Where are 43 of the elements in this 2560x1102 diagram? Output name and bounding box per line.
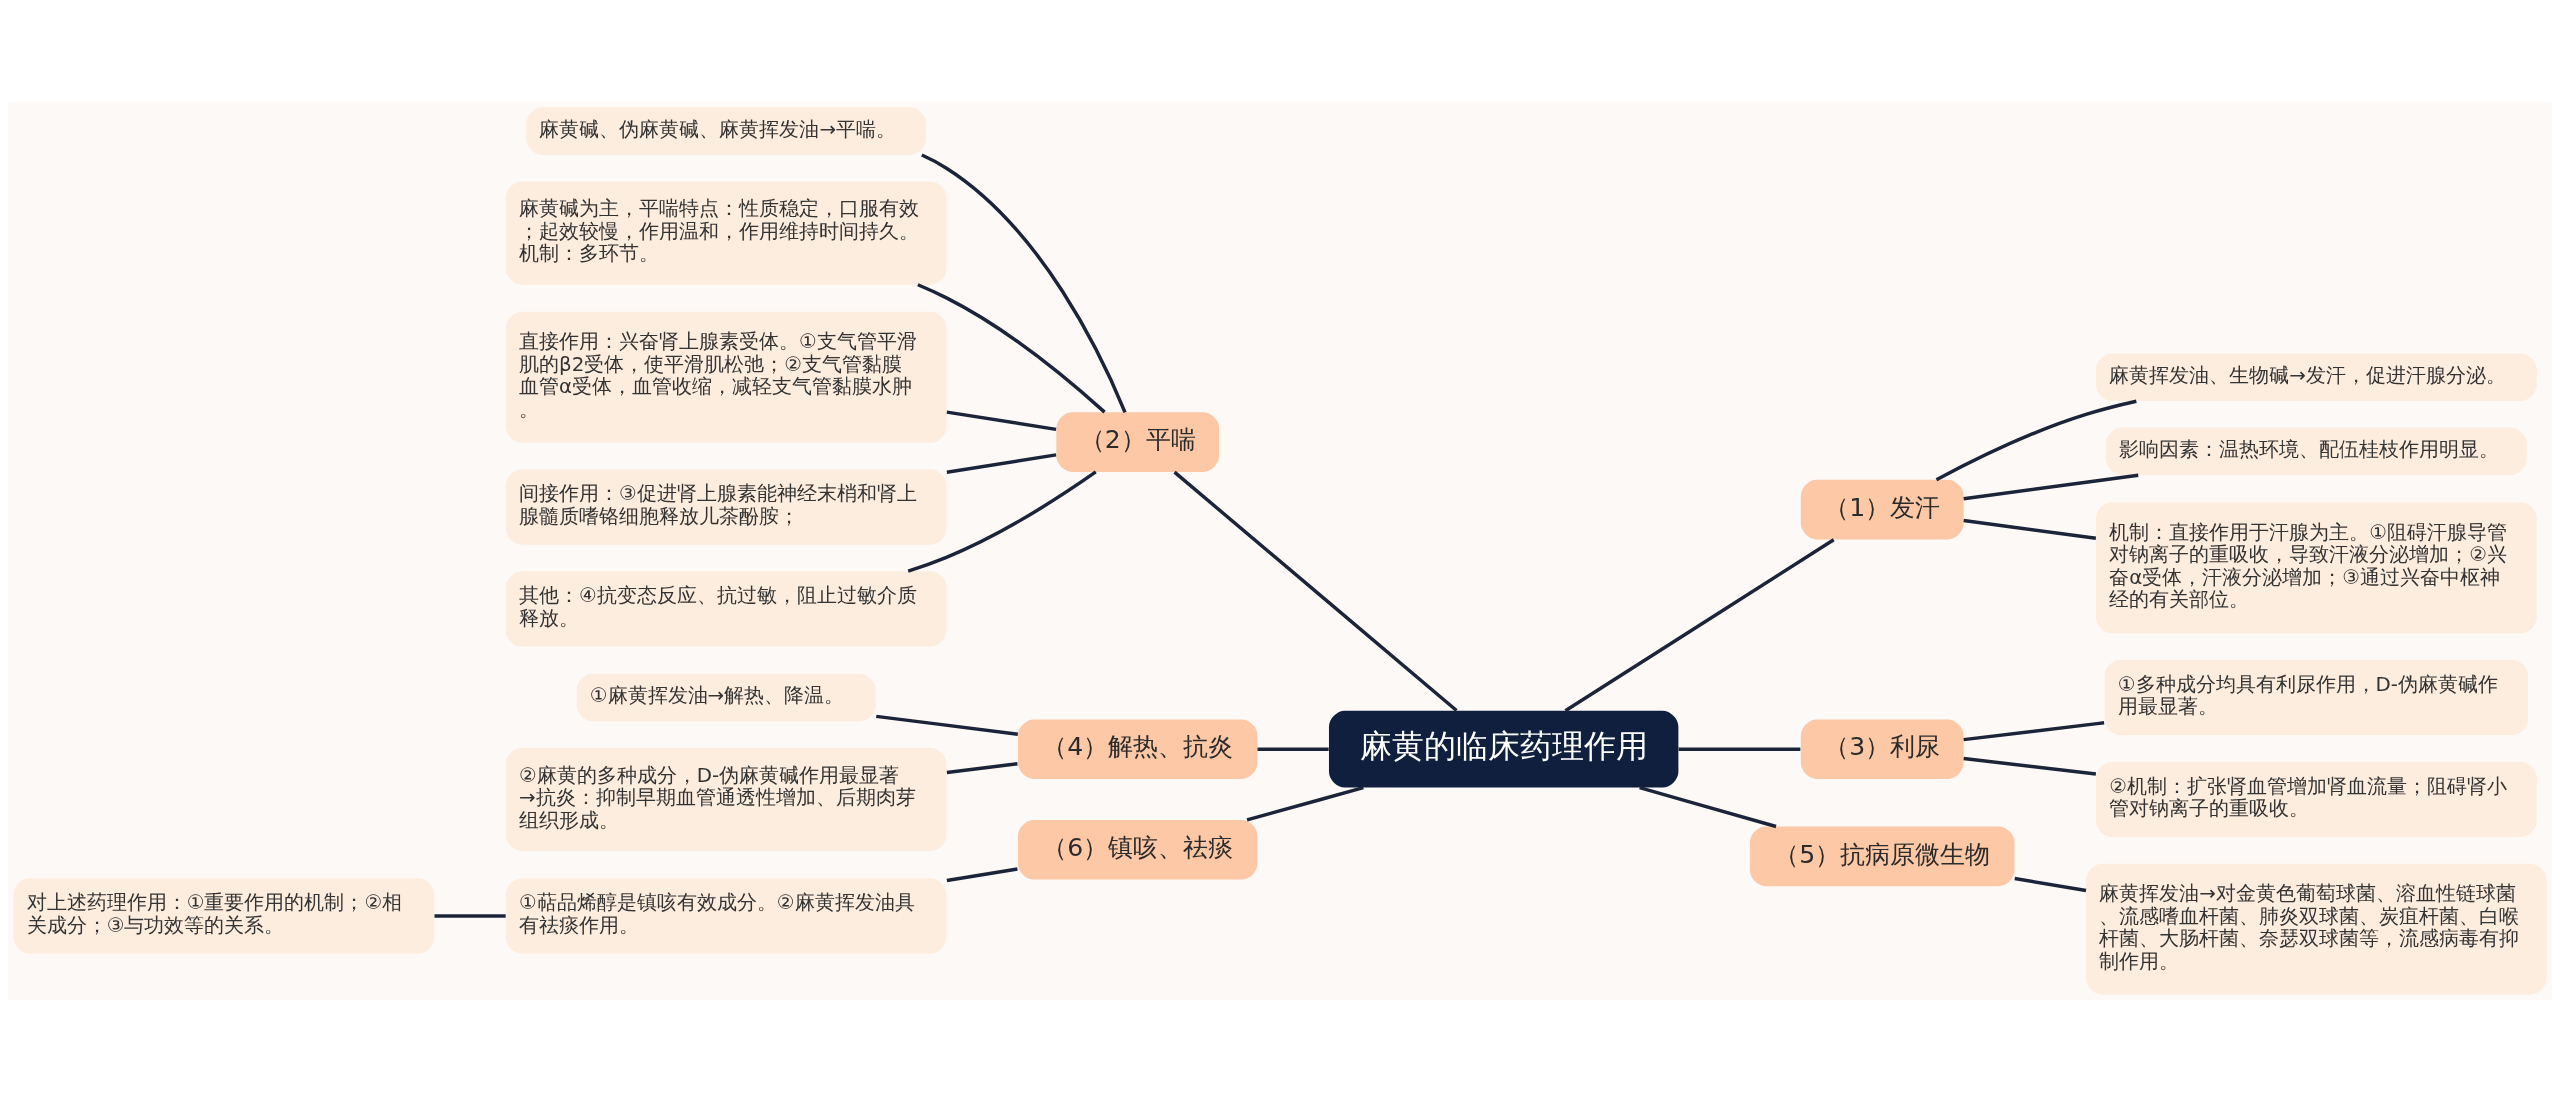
- node-box: 麻黄挥发油→对金黄色葡萄球菌、溶血性链球菌、流感嗜血杆菌、肺炎双球菌、炭疽杆菌、白喉杆菌、大肠杆菌、奈瑟双球菌等，流感病毒有抑制作用。: [2086, 863, 2547, 995]
- node-box: ①萜品烯醇是镇咳有效成分。②麻黄挥发油具有祛痰作用。: [505, 878, 947, 954]
- connector: [1678, 747, 1801, 751]
- node-box: 麻黄挥发油、生物碱→发汗，促进汗腺分泌。: [2095, 353, 2537, 402]
- node-box: ②麻黄的多种成分，D-伪麻黄碱作用最显著→抗炎：抑制早期血管通透性增加、后期肉芽组织形成。: [505, 747, 947, 852]
- connector: [1257, 747, 1329, 751]
- connector: [921, 153, 1127, 413]
- connector: [1963, 518, 2097, 540]
- connector: [946, 453, 1057, 474]
- connector: [1246, 786, 1364, 822]
- connector: [1564, 538, 1835, 713]
- connector: [1963, 721, 2105, 742]
- connector: [946, 410, 1057, 432]
- node-box: （3）利尿: [1800, 719, 1964, 779]
- connector: [1639, 785, 1777, 829]
- node-box: 对上述药理作用：①重要作用的机制；②相关成分；③与功效等的关系。: [13, 878, 435, 954]
- node-box: （6）镇咳、祛痰: [1017, 820, 1258, 880]
- node-box: 直接作用：兴奋肾上腺素受体。①支气管平滑肌的β2受体，使平滑肌松弛；②支气管黏膜血管α受体，血管收缩，减轻支气管黏膜水肿。: [505, 311, 947, 443]
- node-box: 影响因素：温热环境、配伍桂枝作用明显。: [2105, 427, 2527, 476]
- connector: [876, 714, 1019, 736]
- connector: [1173, 470, 1458, 712]
- node-box: （4）解热、抗炎: [1017, 719, 1258, 779]
- connector: [1963, 473, 2139, 501]
- connector: [946, 867, 1018, 883]
- node-box: ①多种成分均具有利尿作用，D-伪麻黄碱作用最显著。: [2104, 659, 2529, 736]
- connector: [2014, 876, 2087, 893]
- connector: [946, 762, 1018, 775]
- node-box: ①麻黄挥发油→解热、降温。: [576, 673, 876, 722]
- node-box: ②机制：扩张肾血管增加肾血流量；阻碍肾小管对钠离子的重吸收。: [2095, 761, 2537, 838]
- node-box: （1）发汗: [1800, 479, 1964, 540]
- connector: [434, 914, 506, 918]
- connector: [907, 470, 1097, 573]
- node-box: 其他：④抗变态反应、抗过敏，阻止过敏介质释放。: [505, 571, 947, 647]
- node-box: 机制：直接作用于汗腺为主。①阻碍汗腺导管对钠离子的重吸收，导致汗液分泌增加；②兴奋α受体，汗液分泌增加；③通过兴奋中枢神经的有关部位。: [2095, 502, 2537, 634]
- node-box: 麻黄的临床药理作用: [1328, 710, 1679, 788]
- connector: [917, 283, 1106, 414]
- node-box: （2）平喘: [1056, 412, 1220, 472]
- connector: [1963, 756, 2097, 776]
- node-box: 间接作用：③促进肾上腺素能神经末梢和肾上腺髓质嗜铬细胞释放儿茶酚胺；: [505, 469, 947, 545]
- node-box: 麻黄碱为主，平喘特点：性质稳定，口服有效；起效较慢，作用温和，作用维持时间持久。机制：多环节。: [505, 181, 947, 285]
- connector: [1935, 399, 2137, 482]
- node-box: 麻黄碱、伪麻黄碱、麻黄挥发油→平喘。: [526, 107, 926, 155]
- node-box: （5）抗病原微生物: [1749, 826, 2015, 887]
